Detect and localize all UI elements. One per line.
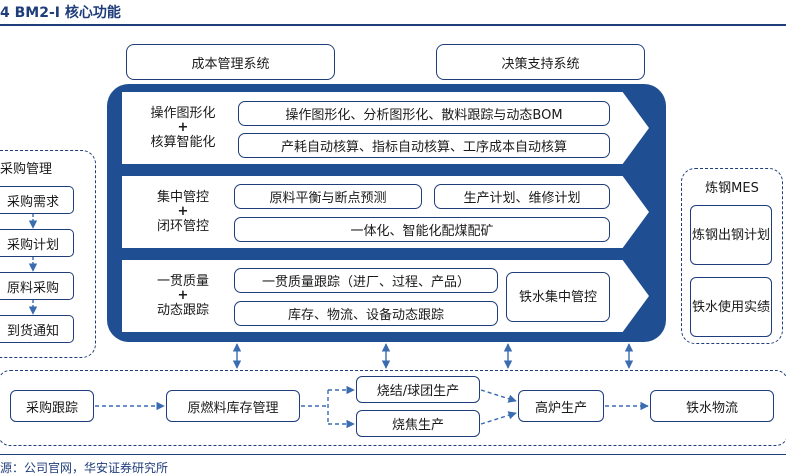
- graphical-operation-item: 操作图形化、分析图形化、散料跟踪与动态BOM: [238, 101, 610, 126]
- coking-production: 烧焦生产: [356, 410, 480, 437]
- arrow-coking-to-furnace: [480, 411, 517, 425]
- production-flow-group: [0, 370, 786, 446]
- purchase-tracking: 采购跟踪: [10, 390, 94, 422]
- band-2-label: 集中管控 + 闭环管控: [156, 190, 209, 234]
- material-balance-item: 原料平衡与断点预测: [234, 184, 422, 209]
- hot-metal-control-item: 铁水集中管控: [506, 272, 610, 322]
- bottom-rule: [0, 454, 786, 455]
- steelmaking-tapping-plan: 炼钢出钢计划: [690, 205, 772, 265]
- hot-metal-usage-record: 铁水使用实绩: [690, 277, 772, 337]
- arrival-notice: 到货通知: [0, 315, 74, 343]
- source-note: 源：公司官网，华安证券研究所: [0, 461, 169, 475]
- inventory-tracking-item: 库存、物流、设备动态跟踪: [234, 301, 498, 326]
- sinter-pellet-production: 烧结/球团生产: [356, 376, 480, 403]
- band-1-label: 操作图形化 + 核算智能化: [150, 106, 216, 150]
- decision-support-system: 决策支持系统: [436, 44, 645, 80]
- procurement-title: 采购管理: [0, 162, 53, 177]
- quality-tracking-item: 一贯质量跟踪（进厂、过程、产品）: [234, 268, 498, 293]
- band-3-label: 一贯质量 + 动态跟踪: [156, 274, 209, 318]
- blast-furnace-production: 高炉生产: [518, 390, 604, 422]
- mes-group: [681, 168, 783, 344]
- auto-accounting-item: 产耗自动核算、指标自动核算、工序成本自动核算: [238, 133, 610, 158]
- procurement-demand: 采购需求: [0, 186, 74, 214]
- hot-metal-logistics: 铁水物流: [650, 390, 774, 422]
- figure-title: 4 BM2-I 核心功能: [0, 5, 121, 21]
- coal-blending-item: 一体化、智能化配煤配矿: [234, 217, 610, 242]
- raw-material-purchase: 原料采购: [0, 272, 74, 300]
- cost-management-system: 成本管理系统: [126, 44, 335, 80]
- top-rule: [0, 24, 786, 26]
- production-plan-item: 生产计划、维修计划: [434, 184, 610, 209]
- arrow-sinter-to-furnace: [480, 389, 517, 403]
- fuel-inventory-management: 原燃料库存管理: [166, 390, 300, 422]
- procurement-plan: 采购计划: [0, 229, 74, 257]
- procurement-group: [0, 150, 96, 358]
- mes-title: 炼钢MES: [705, 181, 759, 196]
